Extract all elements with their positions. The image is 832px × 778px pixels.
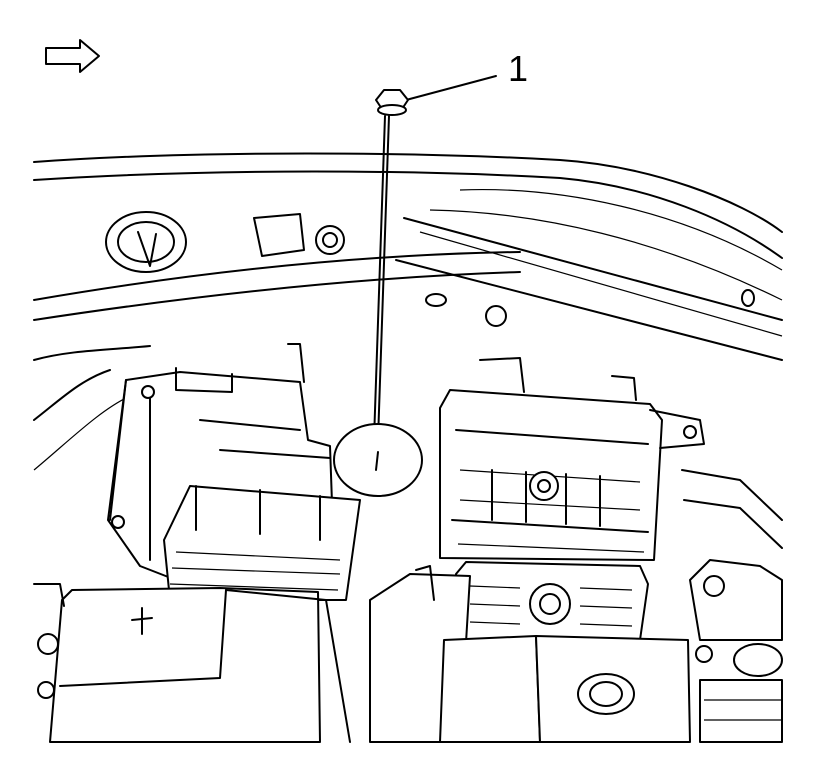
left-fuse-block-connectors [163,485,361,601]
left-fender-area [33,345,151,471]
lower-connector-block [455,561,649,645]
battery-tray [369,565,691,743]
cowl-panel [33,152,783,361]
callout-leader-line [405,75,497,101]
stud-centerline [373,115,390,441]
cowl-grommet [105,211,187,273]
front-of-vehicle-arrow-icon [45,39,100,73]
cowl-bracket [253,213,755,327]
underhood-electrical-center [439,357,705,561]
left-side-hardware [33,583,65,699]
battery-cover [49,587,351,743]
right-side-components [681,469,783,743]
nut-icon [375,89,409,116]
stud-access-hole [333,423,423,497]
callout-number: 1 [508,48,529,89]
